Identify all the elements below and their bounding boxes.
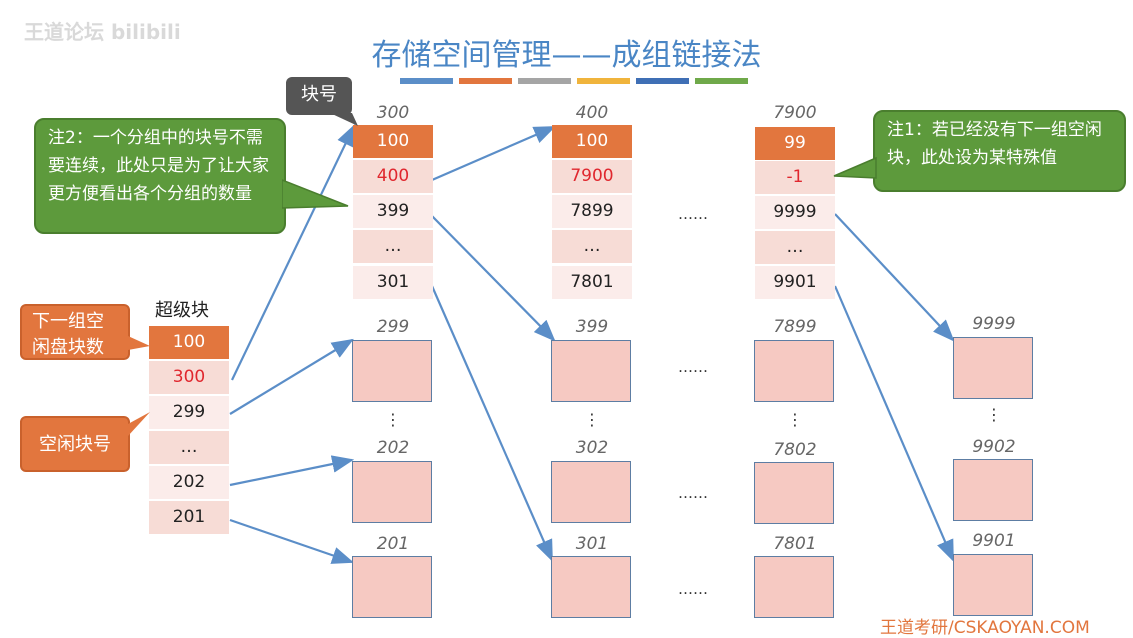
- super-block-cell: 202: [149, 466, 229, 499]
- ellipsis: ……: [678, 484, 708, 502]
- vertical-ellipsis: ⋮: [385, 410, 401, 429]
- free-block-label: 7801: [773, 534, 817, 554]
- free-block-no-pointer: [128, 412, 150, 436]
- arrow-300-to-399: [431, 215, 556, 342]
- ellipsis: ……: [678, 358, 708, 376]
- group-cell: …: [755, 231, 835, 264]
- free-block: [551, 461, 631, 523]
- block-label: 300: [376, 103, 410, 123]
- group-cell: 9901: [755, 266, 835, 299]
- group-cell: 9999: [755, 196, 835, 229]
- free-block: [551, 340, 631, 402]
- super-block-title: 超级块: [155, 300, 209, 321]
- block-no-callout-pointer: [330, 113, 358, 126]
- vertical-ellipsis: ⋮: [986, 405, 1002, 424]
- super-block-cell-next: 300: [149, 361, 229, 394]
- free-block: [352, 340, 432, 402]
- accent-bar-5: [636, 78, 689, 84]
- free-block-label: 9999: [972, 314, 1016, 334]
- free-block-label: 9902: [972, 437, 1016, 457]
- note2-callout-pointer: [282, 179, 349, 209]
- group-cell: 301: [353, 266, 433, 299]
- arrow-super-to-300: [231, 124, 355, 381]
- accent-bar-6: [695, 78, 748, 84]
- super-block-cell-count: 100: [149, 326, 229, 359]
- group-cell-count: 99: [755, 127, 835, 160]
- block-label: 7900: [773, 103, 817, 123]
- note2-callout: 注2：一个分组中的块号不需要连续，此处只是为了让大家更方便看出各个分组的数量: [34, 118, 286, 234]
- free-block: [953, 459, 1033, 521]
- ellipsis: ……: [678, 205, 708, 223]
- watermark-site: 王道考研/CSKAOYAN.COM: [880, 618, 1090, 638]
- free-block-label: 301: [575, 534, 609, 554]
- arrow-super-to-202: [229, 455, 355, 487]
- group-cell-next: -1: [755, 161, 835, 194]
- group-cell-next: 400: [353, 160, 433, 193]
- free-block-label: 399: [575, 317, 609, 337]
- group-cell: 399: [353, 195, 433, 228]
- arrow-super-to-299: [229, 338, 354, 415]
- free-block-label: 7802: [773, 440, 817, 460]
- free-block-label: 299: [376, 317, 410, 337]
- free-block-label: 7899: [773, 317, 817, 337]
- group-cell: …: [552, 230, 632, 263]
- super-block-cell: …: [149, 431, 229, 464]
- free-block-label: 302: [575, 438, 609, 458]
- accent-bar-2: [459, 78, 512, 84]
- block-no-callout: 块号: [286, 77, 352, 115]
- vertical-ellipsis: ⋮: [787, 410, 803, 429]
- free-block-label: 201: [376, 534, 410, 554]
- arrow-super-to-201: [229, 518, 355, 564]
- free-block: [953, 554, 1033, 616]
- arrow-300-to-301: [430, 285, 554, 563]
- free-block: [754, 462, 834, 524]
- free-block: [754, 556, 834, 618]
- arrows-layer: [229, 124, 955, 564]
- note1-callout-pointer: [833, 156, 877, 179]
- page-title: 存储空间管理——成组链接法: [371, 38, 762, 73]
- accent-bar-3: [518, 78, 571, 84]
- group-cell-count: 100: [353, 125, 433, 158]
- next-group-count-callout: 下一组空 闲盘块数: [20, 304, 130, 360]
- group-cell: 7801: [552, 266, 632, 299]
- free-block: [754, 340, 834, 402]
- arrow-7900-to-9901: [833, 285, 955, 563]
- arrow-7900-to-9999: [834, 213, 955, 342]
- free-block: [352, 461, 432, 523]
- free-block: [551, 556, 631, 618]
- next-group-count-pointer: [128, 336, 150, 350]
- accent-bar-4: [577, 78, 630, 84]
- accent-bar-1: [400, 78, 453, 84]
- free-block-label: 9901: [972, 531, 1016, 551]
- group-cell: 7899: [552, 195, 632, 228]
- free-block-no-callout: 空闲块号: [20, 416, 130, 472]
- super-block-cell: 201: [149, 501, 229, 534]
- arrow-300-to-400: [431, 125, 557, 182]
- block-label: 400: [575, 103, 609, 123]
- free-block: [953, 337, 1033, 399]
- group-cell-next: 7900: [552, 160, 632, 193]
- group-cell: …: [353, 230, 433, 263]
- vertical-ellipsis: ⋮: [584, 410, 600, 429]
- watermark-logo: 王道论坛 bilibili: [24, 20, 181, 44]
- free-block: [352, 556, 432, 618]
- super-block-cell: 299: [149, 396, 229, 429]
- free-block-label: 202: [376, 438, 410, 458]
- group-cell-count: 100: [552, 125, 632, 158]
- ellipsis: ……: [678, 580, 708, 598]
- note1-callout: 注1：若已经没有下一组空闲块，此处设为某特殊值: [873, 110, 1126, 192]
